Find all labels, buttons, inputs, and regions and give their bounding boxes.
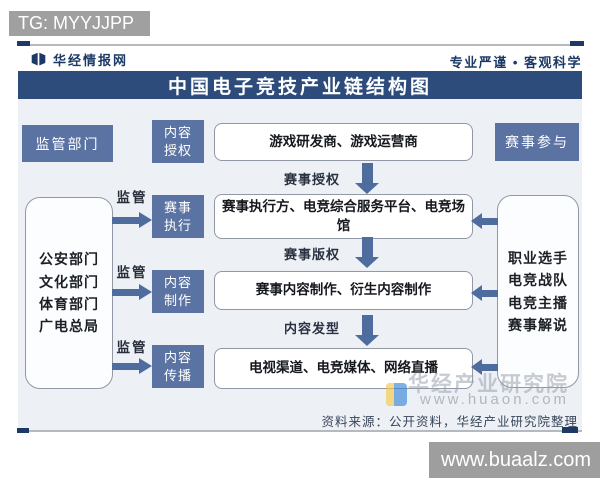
node-media-channels: 电视渠道、电竞媒体、网络直播 bbox=[214, 348, 473, 389]
node-regulator-group: 公安部门 文化部门 体育部门 广电总局 bbox=[25, 197, 113, 389]
top-divider bbox=[18, 44, 582, 46]
node-stage-content-production: 内容制作 bbox=[152, 270, 204, 313]
edge-label-supervise-3: 监管 bbox=[116, 340, 148, 355]
bottom-right-accent-dash bbox=[562, 427, 578, 433]
arrow-down-icon bbox=[355, 315, 380, 346]
group-line: 体育部门 bbox=[39, 296, 99, 312]
brand: 华经情报网 bbox=[30, 50, 128, 68]
source-note: 资料来源：公开资料，华经产业研究院整理 bbox=[321, 415, 578, 429]
node-stage-event-execution: 赛事执行 bbox=[152, 195, 204, 238]
stage-label: 内容制作 bbox=[163, 274, 192, 308]
arrow-right-icon bbox=[112, 212, 152, 229]
group-line: 赛事解说 bbox=[508, 316, 568, 333]
watermark-url: www.huaon.com bbox=[420, 391, 570, 408]
node-regulator: 监管部门 bbox=[22, 125, 113, 162]
entity-label: 电视渠道、电竞媒体、网络直播 bbox=[249, 360, 438, 376]
bottom-divider bbox=[18, 430, 582, 432]
brand-name: 华经情报网 bbox=[53, 52, 129, 68]
stage-label: 内容传播 bbox=[163, 349, 192, 383]
group-line: 电竞战队 bbox=[508, 272, 568, 289]
arrow-left-icon bbox=[471, 213, 498, 229]
stage-label: 赛事执行 bbox=[163, 199, 192, 233]
group-line: 广电总局 bbox=[39, 318, 99, 335]
arrow-down-icon bbox=[355, 237, 380, 268]
huaon-logo-icon bbox=[386, 383, 407, 406]
arrow-left-icon bbox=[471, 285, 498, 301]
group-line: 公安部门 bbox=[39, 251, 99, 268]
node-game-companies: 游戏研发商、游戏运营商 bbox=[214, 123, 473, 161]
tg-watermark-banner: TG: MYYJJPP bbox=[9, 11, 150, 36]
edge-label-event-copyright: 赛事版权 bbox=[283, 247, 340, 262]
bottom-left-accent-dash bbox=[17, 428, 29, 433]
group-line: 职业选手 bbox=[508, 249, 568, 266]
top-left-accent-dash bbox=[17, 41, 30, 46]
node-stage-content-license: 内容授权 bbox=[152, 120, 204, 163]
arrow-down-icon bbox=[355, 163, 380, 194]
node-participant: 赛事参与 bbox=[495, 123, 579, 161]
arrow-left-icon bbox=[471, 359, 498, 375]
edge-label-event-license: 赛事授权 bbox=[283, 172, 340, 187]
watermark-name: 华经产业研究院 bbox=[408, 373, 569, 396]
header-slogan: 专业严谨 • 客观科学 bbox=[449, 55, 582, 70]
entity-label: 赛事执行方、电竞综合服务平台、电竞场馆 bbox=[222, 199, 465, 233]
group-line: 电竞主播 bbox=[508, 294, 568, 311]
stage-label: 内容授权 bbox=[163, 124, 192, 158]
edge-label-content-release: 内容发型 bbox=[283, 321, 340, 336]
group-line: 文化部门 bbox=[39, 273, 99, 290]
edge-label-supervise-1: 监管 bbox=[116, 190, 148, 205]
title-bar: 中国电子竞技产业链结构图 bbox=[18, 71, 582, 99]
entity-label: 赛事内容制作、衍生内容制作 bbox=[255, 282, 432, 298]
page-title: 中国电子竞技产业链结构图 bbox=[167, 76, 432, 98]
arrow-right-icon bbox=[112, 284, 152, 301]
top-right-accent-dash bbox=[570, 41, 584, 46]
site-watermark-banner: www.buaalz.com bbox=[429, 442, 600, 478]
edge-label-supervise-2: 监管 bbox=[116, 265, 148, 280]
arrow-right-icon bbox=[112, 358, 152, 375]
node-event-executors: 赛事执行方、电竞综合服务平台、电竞场馆 bbox=[214, 194, 473, 239]
node-stage-content-distribution: 内容传播 bbox=[152, 345, 204, 388]
entity-label: 游戏研发商、游戏运营商 bbox=[269, 133, 418, 149]
huajing-book-logo-icon bbox=[31, 52, 46, 65]
node-content-producers: 赛事内容制作、衍生内容制作 bbox=[214, 271, 473, 310]
node-participant-group: 职业选手 电竞战队 电竞主播 赛事解说 bbox=[497, 195, 579, 388]
